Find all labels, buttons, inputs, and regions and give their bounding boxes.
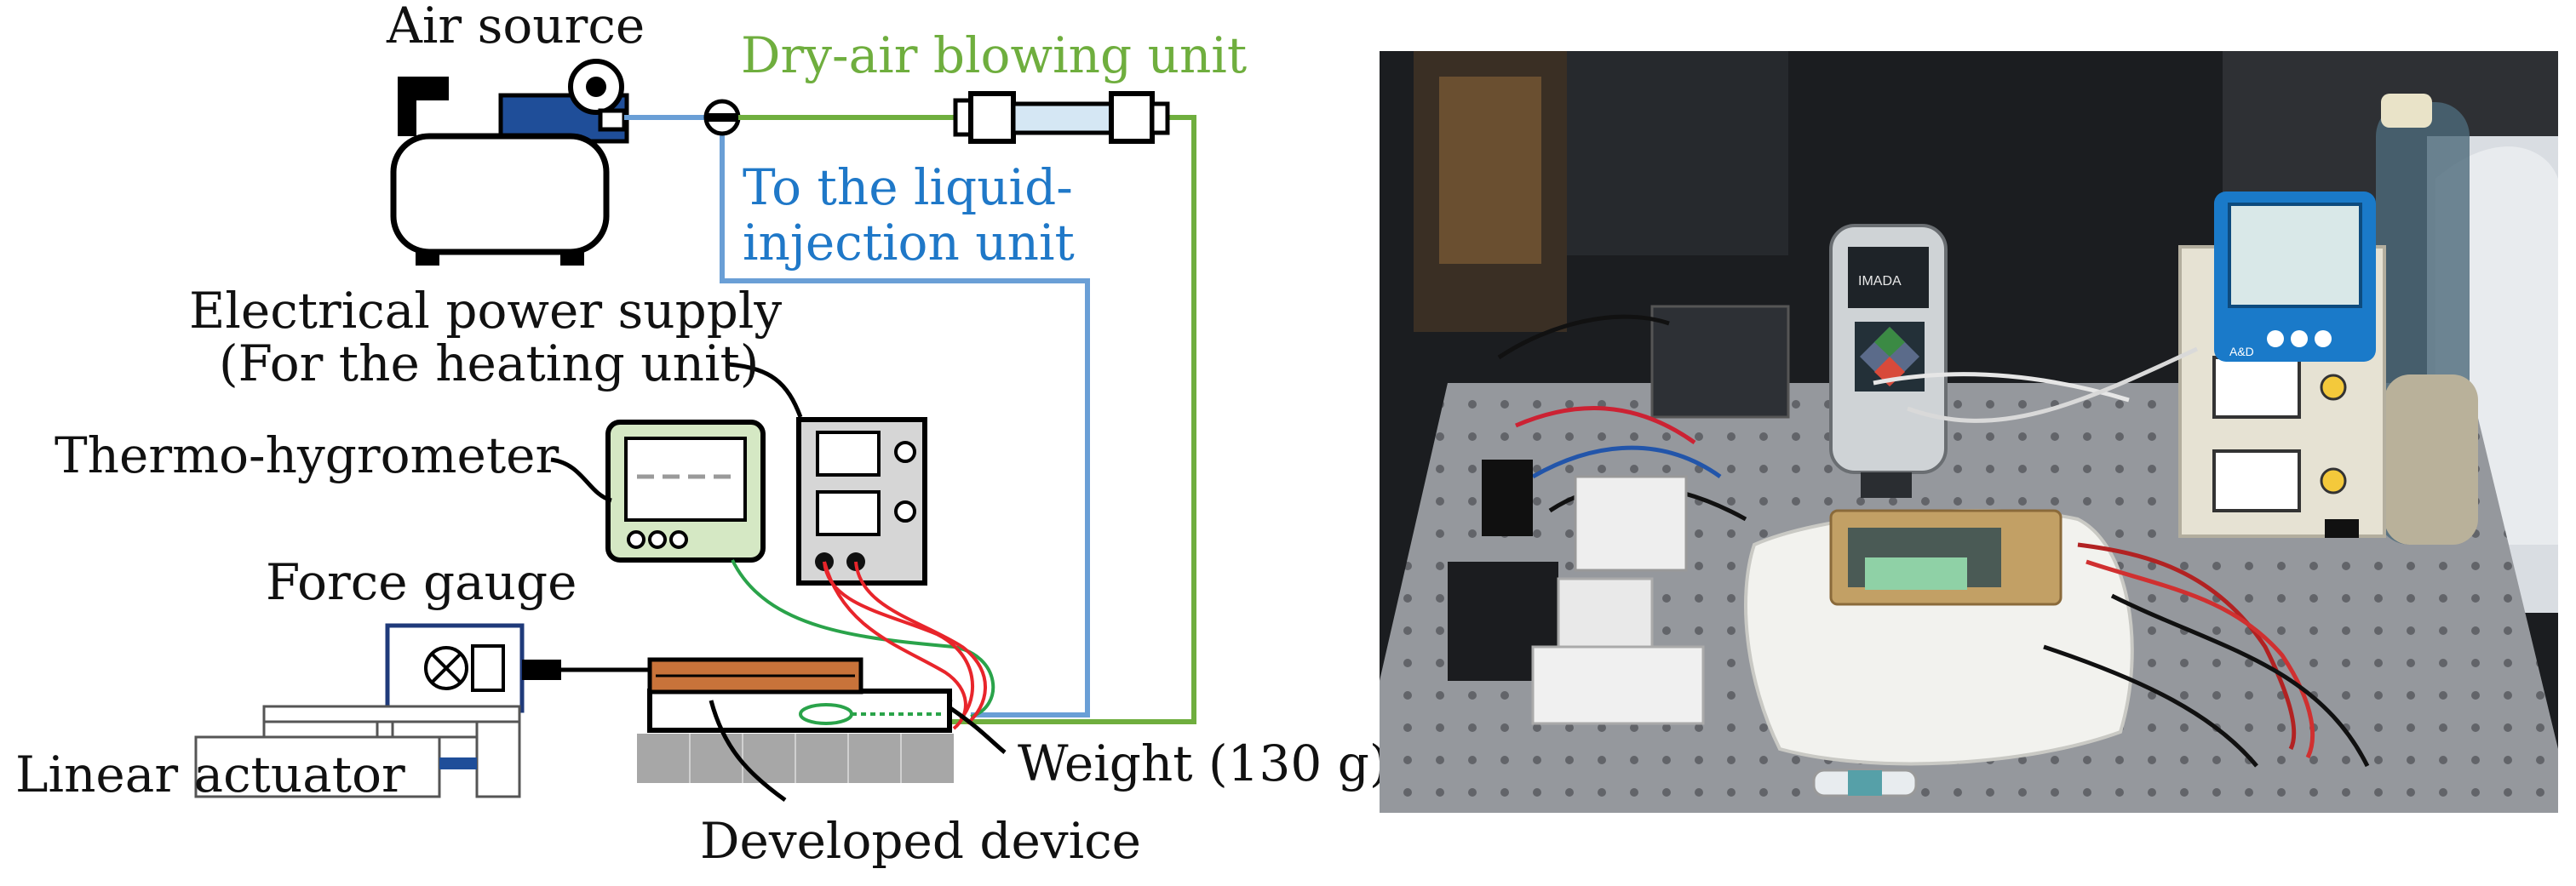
cloth-covered-device-photo	[1744, 509, 2134, 797]
setup-photograph: A&D IMADA	[1380, 51, 2558, 813]
valve-icon	[703, 99, 741, 136]
thermo-hygrometer-photo: A&D	[2214, 191, 2376, 362]
probe-wires-photo	[2043, 542, 2370, 768]
label-air-source: Air source	[386, 0, 645, 54]
thermo-brand-text: A&D	[2229, 345, 2254, 358]
dry-air-line	[738, 115, 1196, 724]
humidifier-photo	[2376, 94, 2478, 545]
developed-device-icon	[637, 657, 954, 783]
label-leader-lines	[550, 362, 1007, 803]
force-gauge-icon	[385, 623, 953, 713]
label-linear-actuator: Linear actuator	[15, 746, 405, 803]
sensor-wires	[731, 559, 995, 730]
label-power-supply-line1: Electrical power supply	[189, 282, 782, 340]
label-weight: Weight (130 g)	[1018, 735, 1389, 792]
air-compressor-icon	[390, 59, 629, 266]
label-to-liquid-line2: injection unit	[743, 214, 1075, 272]
label-thermo-hygrometer: Thermo-hygrometer	[55, 426, 559, 484]
label-force-gauge: Force gauge	[266, 553, 577, 611]
power-supply-icon	[796, 417, 927, 586]
actuator-photo	[1448, 460, 1705, 725]
linear-actuator-icon	[194, 705, 521, 798]
force-gauge-photo: IMADA	[1829, 224, 1948, 498]
label-power-supply-line2: (For the heating unit)	[219, 334, 759, 392]
thermo-hygrometer-icon	[605, 420, 766, 563]
dry-air-filter-icon	[953, 91, 1170, 144]
label-dry-air-unit: Dry-air blowing unit	[741, 26, 1247, 84]
schematic-diagram: Air source Dry-air blowing unit To the l…	[15, 0, 1389, 870]
electronics-cluster-photo	[1497, 305, 2199, 522]
force-gauge-brand-text: IMADA	[1858, 274, 1902, 289]
label-to-liquid-line1: To the liquid-	[743, 158, 1073, 216]
air-supply-line	[624, 115, 1090, 717]
label-developed-device: Developed device	[700, 812, 1141, 870]
